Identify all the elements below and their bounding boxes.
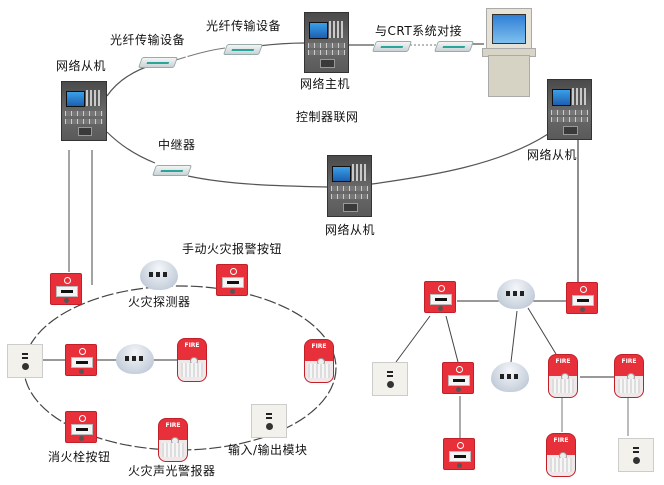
network-link-bottom-to-right xyxy=(371,133,549,185)
tree-mcp1-module xyxy=(395,315,431,363)
strobe-sounder: FIRE xyxy=(304,339,334,383)
manual-alarm-button xyxy=(443,438,475,470)
controller-screen-icon xyxy=(66,91,86,108)
label-crt: 与CRT系统对接 xyxy=(375,24,463,38)
network-slave-controller-left xyxy=(61,81,107,141)
strobe-sounder: FIRE xyxy=(158,418,188,462)
manual-alarm-button xyxy=(424,281,456,313)
strobe-sounder: FIRE xyxy=(614,354,644,398)
label-hydrant-button: 消火栓按钮 xyxy=(48,450,111,464)
hydrant-button xyxy=(65,411,97,443)
label-manual-alarm-button: 手动火灾报警按钮 xyxy=(182,242,283,256)
strobe-sounder: FIRE xyxy=(548,354,578,398)
label-slave-bottom: 网络从机 xyxy=(325,223,376,237)
repeater-device xyxy=(151,165,193,176)
smoke-detector xyxy=(116,344,154,374)
smoke-detector xyxy=(491,362,529,392)
network-slave-controller-right xyxy=(547,79,592,140)
controller-screen-icon xyxy=(552,89,571,106)
label-slave-right: 网络从机 xyxy=(527,148,578,162)
tree-detector-sounder1 xyxy=(527,307,557,355)
network-link-fiber1-to-fiber2 xyxy=(175,47,226,61)
manual-alarm-button xyxy=(442,362,474,394)
label-detector: 火灾探测器 xyxy=(128,295,191,309)
label-master: 网络主机 xyxy=(300,77,351,91)
fiber-transceiver-2 xyxy=(222,44,264,55)
network-master-controller xyxy=(304,12,349,73)
smoke-detector xyxy=(140,260,178,290)
fiber-transceiver-1 xyxy=(137,57,179,68)
manual-alarm-button xyxy=(65,344,97,376)
tree-detector-detector2 xyxy=(510,310,518,363)
label-io-module: 输入/输出模块 xyxy=(228,443,308,457)
smoke-detector xyxy=(497,279,535,309)
controller-screen-icon xyxy=(309,22,328,39)
controller-keypad-icon xyxy=(328,21,344,38)
network-link-left-to-fiber1 xyxy=(106,63,156,97)
network-slave-controller-bottom xyxy=(327,155,372,217)
controller-keypad-icon xyxy=(86,90,102,107)
io-module xyxy=(618,438,654,472)
controller-keypad-icon xyxy=(571,88,587,105)
io-module xyxy=(251,404,287,438)
io-module xyxy=(372,362,408,396)
label-fiber-1: 光纤传输设备 xyxy=(110,33,186,47)
label-network: 控制器联网 xyxy=(296,110,359,124)
tree-mcp1-mcp3 xyxy=(445,315,459,363)
controller-keypad-icon xyxy=(351,164,367,182)
controller-screen-icon xyxy=(332,165,351,182)
manual-alarm-button xyxy=(566,282,598,314)
crt-workstation xyxy=(482,8,536,97)
label-slave-left: 网络从机 xyxy=(56,59,107,73)
manual-alarm-button xyxy=(50,273,82,305)
label-sounder: 火灾声光警报器 xyxy=(128,464,216,478)
label-repeater: 中继器 xyxy=(158,138,196,152)
crt-fiber-transceiver-2 xyxy=(433,41,475,52)
strobe-sounder: FIRE xyxy=(546,433,576,477)
manual-alarm-button xyxy=(216,264,248,296)
monitor-icon xyxy=(492,14,526,44)
network-link-left-to-repeater xyxy=(106,131,156,164)
io-module xyxy=(7,344,43,378)
network-link-fiber2-to-master xyxy=(257,42,306,47)
label-fiber-2: 光纤传输设备 xyxy=(206,19,282,33)
network-link-repeater-to-bottom xyxy=(187,175,329,188)
crt-fiber-transceiver-1 xyxy=(371,41,413,52)
strobe-sounder: FIRE xyxy=(177,338,207,382)
